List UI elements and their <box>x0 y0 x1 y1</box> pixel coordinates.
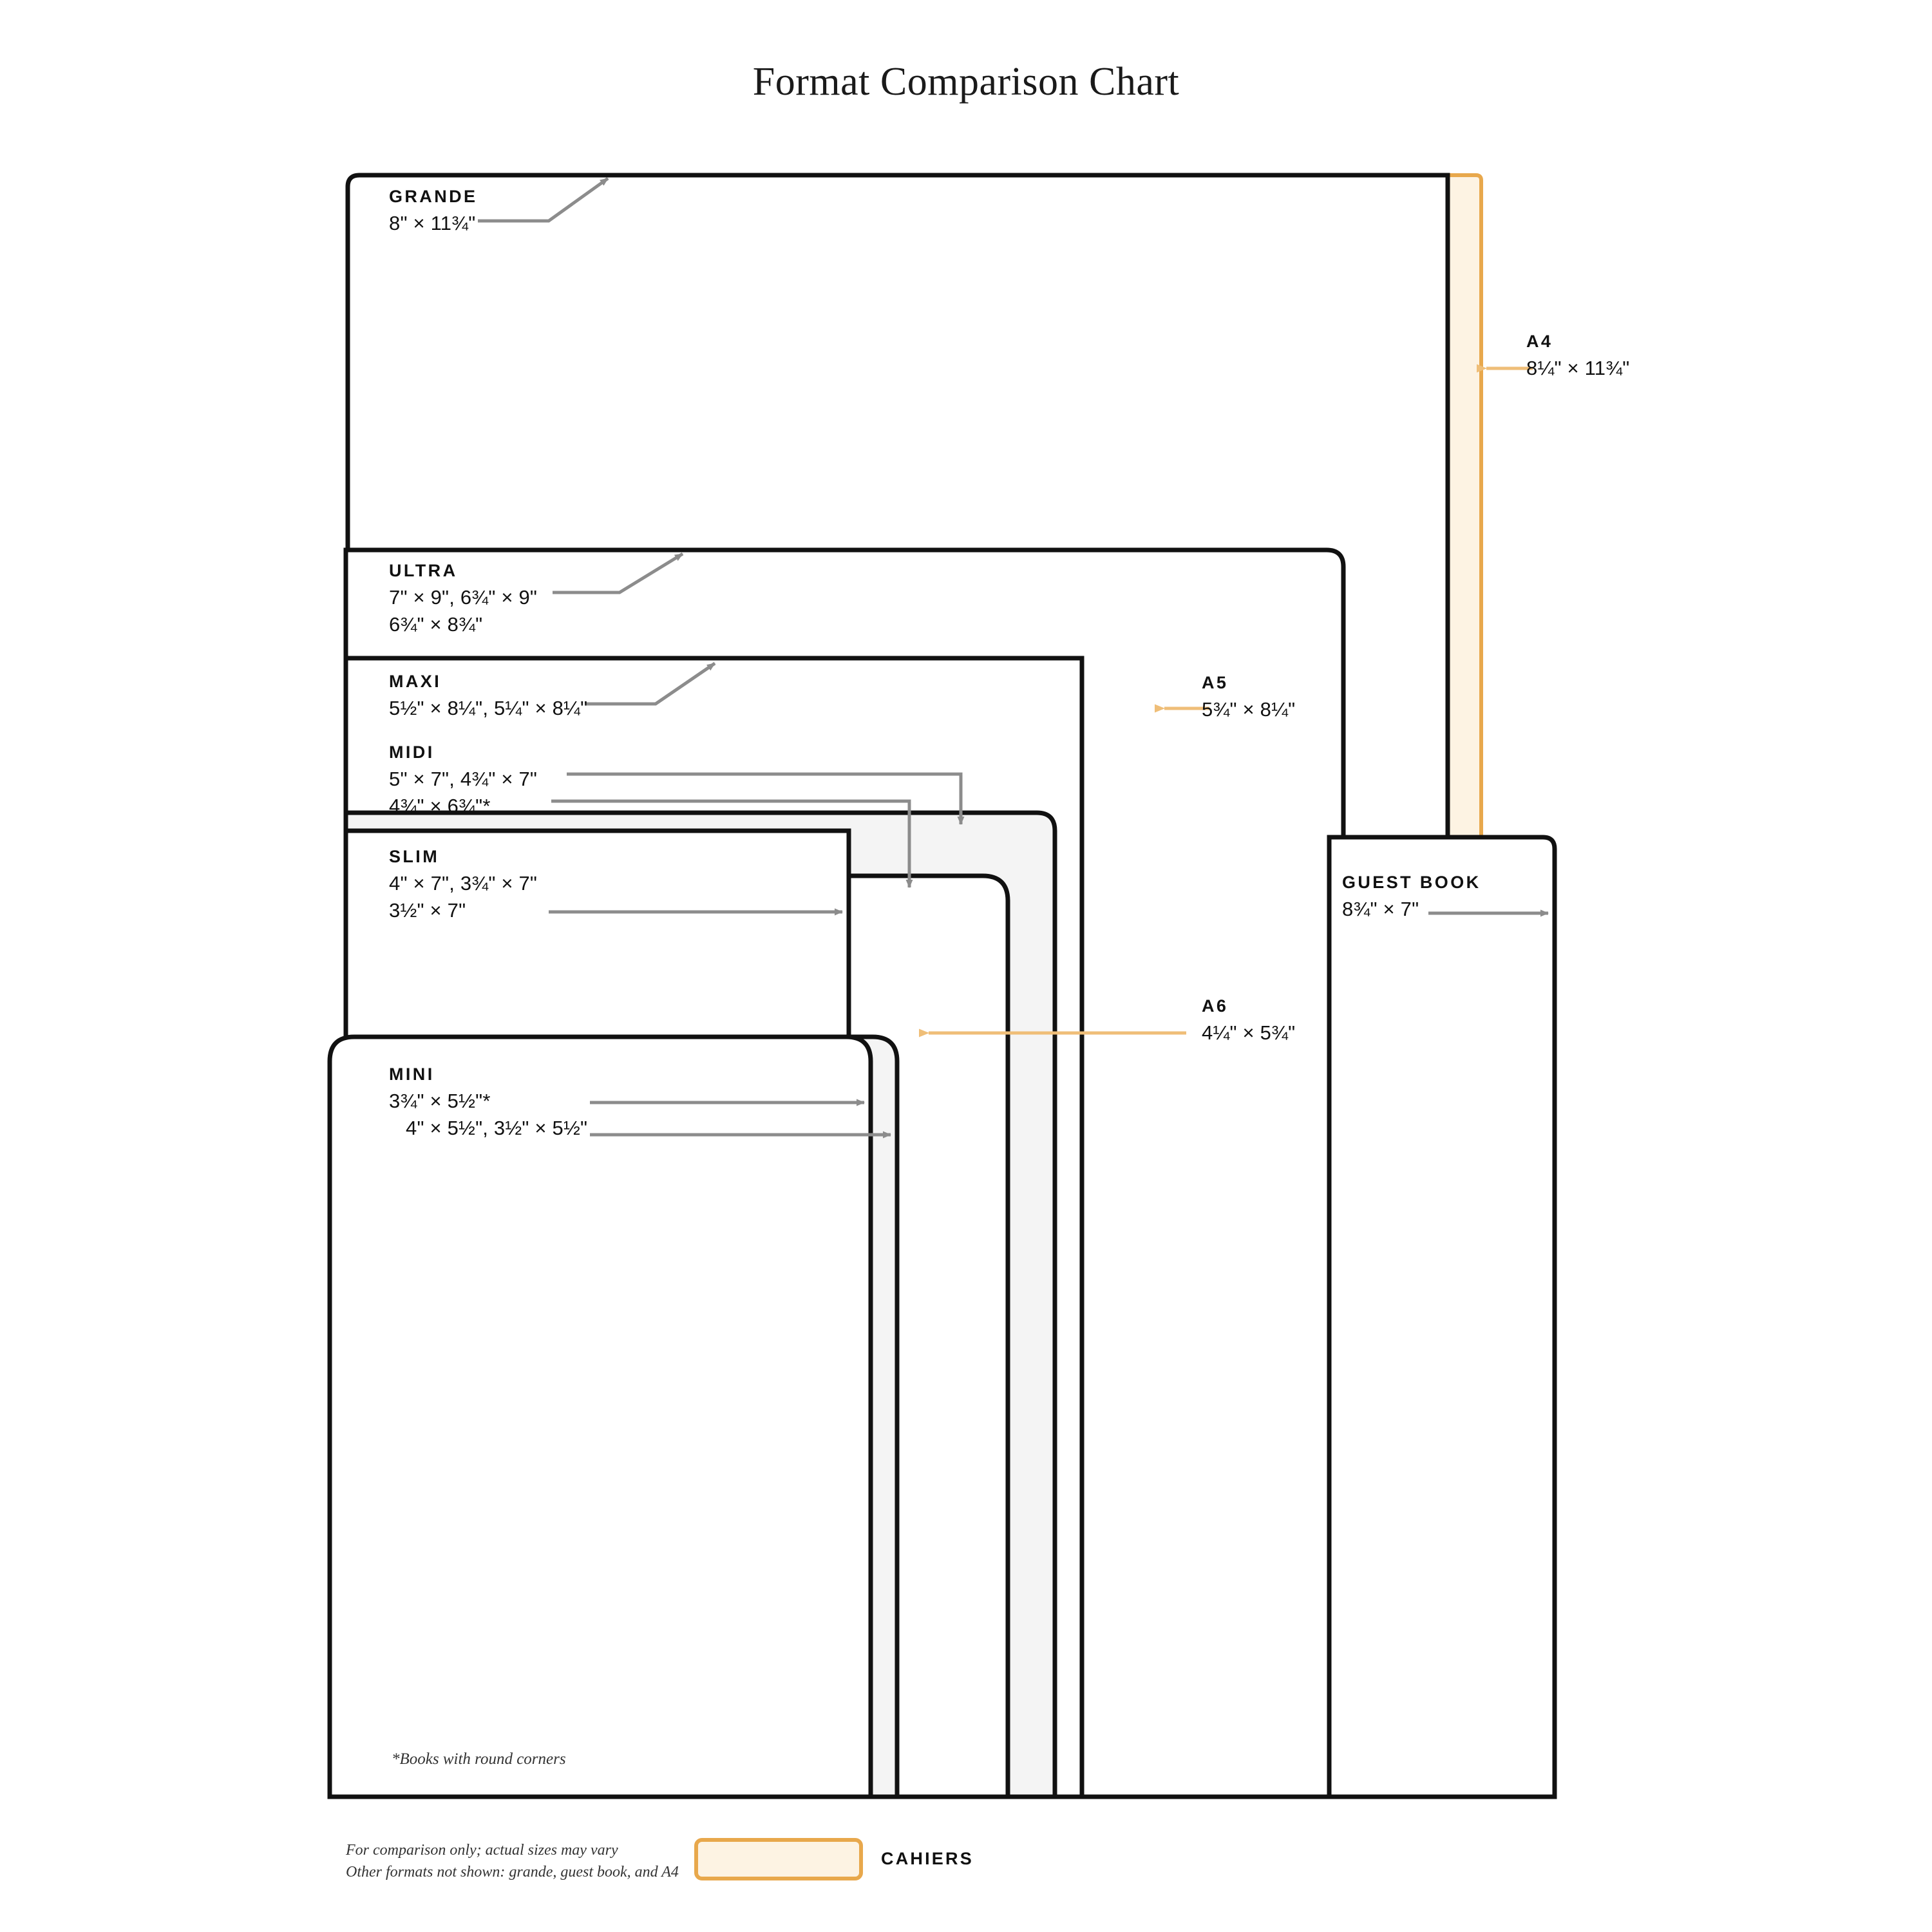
label-a4: A4 8¼" × 11¾" <box>1526 328 1629 382</box>
page-title: Format Comparison Chart <box>752 60 1180 104</box>
label-slim-name: SLIM <box>389 847 440 866</box>
label-a5-dim-1: 5¾" × 8¼" <box>1202 697 1296 721</box>
leader-midi-2 <box>551 799 913 888</box>
label-midi-name: MIDI <box>389 743 435 762</box>
leader-ultra <box>553 552 684 594</box>
label-ultra-name: ULTRA <box>389 561 458 580</box>
book-guest-book <box>1327 835 1557 1799</box>
label-slim-dim-1: 4" × 7", 3¾" × 7" <box>389 871 538 895</box>
label-grande-dim-1: 8" × 11¾" <box>389 211 476 234</box>
label-guest-book-name: GUEST BOOK <box>1342 873 1481 892</box>
label-ultra-dim-1: 7" × 9", 6¾" × 9" <box>389 585 538 609</box>
leader-grande <box>478 176 609 223</box>
label-slim: SLIM 4" × 7", 3¾" × 7" 3½" × 7" <box>389 844 537 925</box>
label-midi-dim-2: 4¾" × 6¾"* <box>389 795 491 818</box>
label-maxi-dim-1: 5½" × 8¼", 5¼" × 8¼" <box>389 696 588 719</box>
label-a4-dim-1: 8¼" × 11¾" <box>1526 356 1630 379</box>
footer-note-line-1: For comparison only; actual sizes may va… <box>346 1842 618 1859</box>
label-midi-dim-1: 5" × 7", 4¾" × 7" <box>389 767 538 790</box>
label-maxi-name: MAXI <box>389 672 442 691</box>
legend-cahier-label: CAHIERS <box>881 1849 974 1868</box>
legend-cahier-swatch <box>694 1838 863 1880</box>
leader-midi-1 <box>567 772 965 825</box>
round-corners-note: *Books with round corners <box>392 1750 566 1768</box>
label-grande-name: GRANDE <box>389 187 478 206</box>
label-a6-dim-1: 4¼" × 5¾" <box>1202 1021 1296 1044</box>
label-guest-book-dim-1: 8¾" × 7" <box>1342 897 1419 920</box>
footer-note-line-2: Other formats not shown: grande, guest b… <box>346 1864 679 1880</box>
label-ultra: ULTRA 7" × 9", 6¾" × 9" 6¾" × 8¾" <box>389 558 537 639</box>
label-mini: MINI 3¾" × 5½"* 4" × 5½", 3½" × 5½" <box>389 1061 587 1142</box>
label-ultra-dim-2: 6¾" × 8¾" <box>389 613 483 636</box>
label-mini-dim-1: 3¾" × 5½"* <box>389 1089 491 1112</box>
label-midi: MIDI 5" × 7", 4¾" × 7" 4¾" × 6¾"* <box>389 739 537 820</box>
label-grande: GRANDE 8" × 11¾" <box>389 184 477 237</box>
label-a4-name: A4 <box>1526 332 1553 351</box>
label-slim-dim-2: 3½" × 7" <box>389 899 466 922</box>
label-mini-dim-2: 4" × 5½", 3½" × 5½" <box>406 1117 588 1140</box>
book-mini <box>327 1034 873 1799</box>
label-maxi: MAXI 5½" × 8¼", 5¼" × 8¼" <box>389 668 587 722</box>
label-a5: A5 5¾" × 8¼" <box>1202 670 1295 723</box>
label-a5-name: A5 <box>1202 673 1229 692</box>
label-mini-name: MINI <box>389 1065 435 1084</box>
label-guest-book: GUEST BOOK 8¾" × 7" <box>1342 869 1481 923</box>
label-a6: A6 4¼" × 5¾" <box>1202 993 1295 1046</box>
label-a6-name: A6 <box>1202 996 1229 1016</box>
leader-maxi <box>586 661 716 706</box>
